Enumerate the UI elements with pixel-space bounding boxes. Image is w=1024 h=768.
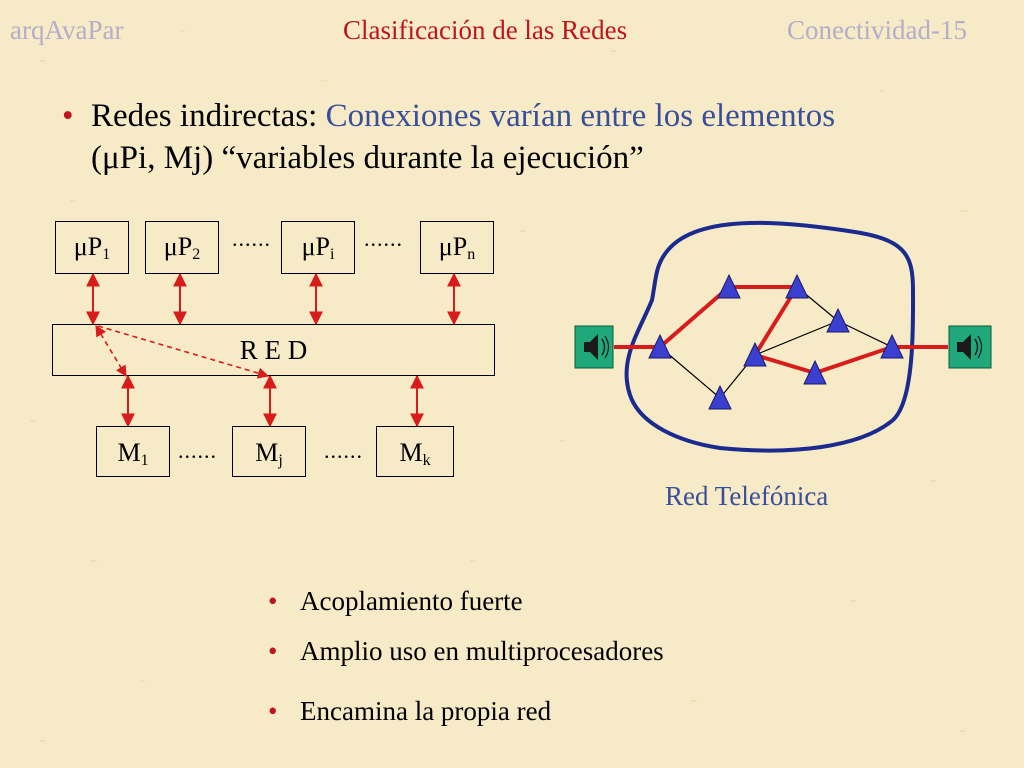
main-bullet-lead: Redes indirectas: — [91, 98, 326, 134]
memory-ellipsis-1: ...... — [178, 438, 217, 463]
network-node — [826, 307, 850, 333]
sub-bullet-2: •Amplio uso en multiprocesadores — [268, 636, 664, 666]
sub-bullet-1: •Acoplamiento fuerte — [268, 586, 523, 616]
speaker-icon-left — [574, 325, 614, 369]
memory-ellipsis-2: ...... — [324, 438, 363, 463]
header-course-name: arqAvaPar — [10, 15, 124, 45]
dashed-arrow-p1-mj — [97, 325, 270, 379]
main-bullet-marker: • — [62, 98, 74, 134]
network-node — [880, 333, 904, 359]
header-slide-title: Clasificación de las Redes — [343, 15, 628, 45]
processor-ellipsis-2: ...... — [364, 226, 403, 251]
processor-box-2: μP2 — [145, 221, 219, 274]
network-node — [803, 359, 827, 385]
network-node — [717, 273, 741, 299]
processor-box-i: μPi — [281, 221, 355, 274]
memory-box-j: Mj — [232, 426, 306, 477]
main-bullet-highlight: Conexiones varían entre los elementos — [325, 98, 836, 134]
header-slide-number: Conectividad-15 — [787, 15, 967, 45]
main-bullet-text: Redes indirectas: Conexiones varían entr… — [91, 95, 1011, 179]
speaker-icon-right — [948, 325, 992, 369]
sub-bullet-3: •Encamina la propia red — [268, 696, 552, 726]
memory-box-k: Mk — [376, 426, 454, 477]
dashed-arrow-p1-m1 — [95, 325, 127, 377]
network-node — [648, 333, 672, 359]
memory-box-1: M1 — [96, 426, 170, 477]
processor-box-1: μP1 — [55, 221, 129, 274]
phone-network-caption: Red Telefónica — [665, 481, 829, 511]
network-node — [743, 341, 767, 367]
network-node — [785, 273, 809, 299]
network-cloud-outline — [624, 220, 916, 453]
sub-bullet-marker: • — [268, 586, 278, 616]
sub-bullet-marker: • — [268, 636, 278, 666]
processor-box-n: μPn — [420, 221, 494, 274]
network-node — [708, 384, 732, 410]
sub-bullet-marker: • — [268, 696, 278, 726]
main-bullet-line2: (μPi, Mj) “variables durante la ejecució… — [91, 140, 644, 176]
processor-ellipsis-1: ...... — [232, 226, 271, 251]
